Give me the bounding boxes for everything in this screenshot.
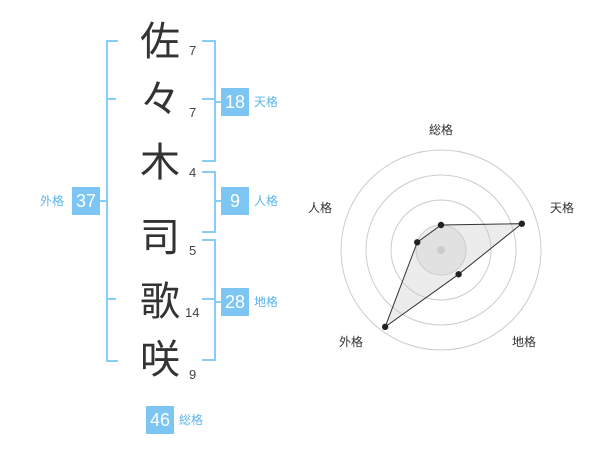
stroke-count-6: 9 — [189, 367, 197, 382]
jinkaku-connector — [214, 200, 222, 202]
name-char-4: 司 — [140, 215, 180, 261]
radar-axis-label-tenkaku: 天格 — [549, 201, 574, 215]
name-char-2: 々 — [140, 77, 180, 123]
chikaku-bracket — [202, 239, 216, 361]
name-char-1: 佐 — [140, 19, 180, 65]
name-char-3: 木 — [140, 140, 180, 186]
stroke-count-5: 14 — [185, 305, 200, 320]
stroke-count-2: 7 — [189, 105, 197, 120]
name-char-5: 歌 — [140, 279, 180, 325]
radar-point-2 — [518, 220, 526, 227]
radar-point-3 — [455, 271, 462, 278]
chikaku-tick — [202, 298, 214, 300]
jinkaku-bracket — [202, 171, 216, 233]
radar-point-5 — [414, 239, 421, 246]
radar-ring-2 — [390, 199, 492, 301]
tenkaku-label: 天格 — [254, 95, 279, 109]
stroke-count-4: 5 — [189, 243, 197, 258]
gaikaku-label: 外格 — [40, 194, 65, 208]
soukaku-label: 総格 — [179, 413, 204, 427]
radar-ring-3 — [365, 174, 517, 326]
soukaku-value: 46 — [146, 406, 174, 434]
tenkaku-connector — [214, 101, 222, 103]
radar-ring-4 — [340, 149, 542, 351]
chikaku-connector — [214, 301, 222, 303]
stroke-count-3: 4 — [189, 165, 197, 180]
radar-axis-label-chikaku: 地格 — [511, 335, 536, 349]
radar-point-1 — [437, 221, 445, 229]
radar-center-dot — [437, 246, 445, 254]
stroke-count-1: 7 — [189, 43, 197, 58]
radar-axis-label-soukaku: 総格 — [428, 123, 453, 137]
tenkaku-tick — [202, 98, 214, 100]
chikaku-label: 地格 — [254, 295, 279, 309]
radar-axis-label-jinkaku: 人格 — [307, 201, 332, 215]
radar-polygon — [384, 223, 524, 329]
tenkaku-value: 18 — [221, 88, 249, 116]
jinkaku-label: 人格 — [254, 194, 279, 208]
jinkaku-value: 9 — [221, 187, 249, 215]
name-char-6: 咲 — [140, 337, 180, 383]
radar-point-4 — [381, 323, 389, 331]
gaikaku-connector — [100, 200, 108, 202]
gaikaku-tick-1 — [106, 98, 116, 100]
radar-axis-label-gaikaku: 外格 — [338, 335, 363, 349]
gaikaku-tick-2 — [106, 298, 116, 300]
chikaku-value: 28 — [221, 288, 249, 316]
gaikaku-value: 37 — [72, 187, 100, 215]
